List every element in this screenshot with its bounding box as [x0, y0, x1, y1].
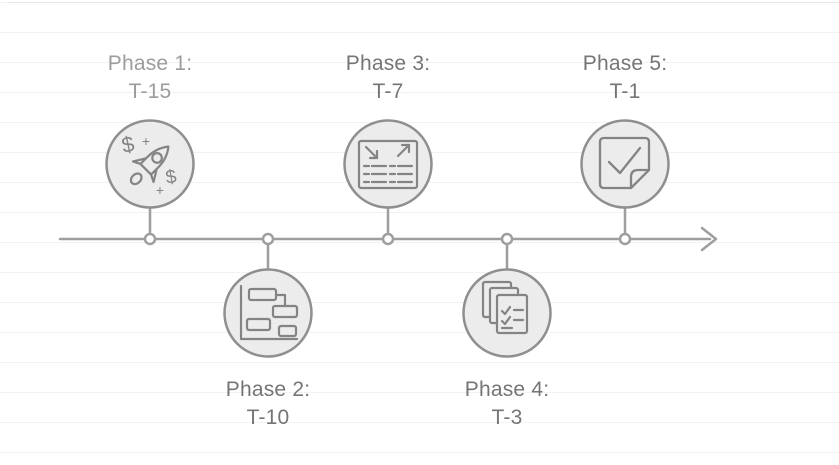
phase-4-label: Phase 4: T-3	[422, 376, 592, 432]
phase-2-label: Phase 2: T-10	[183, 376, 353, 432]
phase-2-time: T-10	[246, 406, 290, 429]
phase-4-title: Phase 4:	[464, 378, 550, 401]
gantt-chart-icon	[223, 268, 313, 358]
phase-5-label: Phase 5: T-1	[540, 50, 710, 106]
phase-2-icon-circle	[222, 267, 314, 359]
top-grid-rule	[8, 2, 839, 3]
svg-text:$: $	[119, 131, 136, 158]
svg-text:+: +	[142, 133, 150, 149]
phase-3-time: T-7	[372, 80, 404, 103]
checklist-documents-icon	[462, 268, 552, 358]
phase-3-icon-circle	[342, 118, 434, 210]
phase-3-title: Phase 3:	[345, 52, 431, 75]
phase-1-label: Phase 1: T-15	[65, 50, 235, 106]
phase-2-title: Phase 2:	[225, 378, 311, 401]
phase-4-time: T-3	[491, 406, 523, 429]
arrow-right-icon	[700, 226, 718, 252]
approved-note-icon	[580, 119, 670, 209]
phase-1-title: Phase 1:	[107, 52, 193, 75]
node-phase-5	[618, 232, 632, 246]
phase-4-icon-circle	[461, 267, 553, 359]
phase-5-time: T-1	[609, 80, 641, 103]
phase-1-time: T-15	[128, 80, 172, 103]
node-phase-1	[143, 232, 157, 246]
node-phase-3	[381, 232, 395, 246]
svg-text:$: $	[164, 166, 178, 189]
node-phase-4	[500, 232, 514, 246]
report-metrics-icon	[343, 119, 433, 209]
rocket-funding-icon: $ + $ +	[105, 119, 195, 209]
phase-5-title: Phase 5:	[582, 52, 668, 75]
svg-text:+: +	[156, 182, 164, 198]
phase-5-icon-circle	[579, 118, 671, 210]
phase-3-label: Phase 3: T-7	[303, 50, 473, 106]
node-phase-2	[261, 232, 275, 246]
phase-1-icon-circle: $ + $ +	[104, 118, 196, 210]
